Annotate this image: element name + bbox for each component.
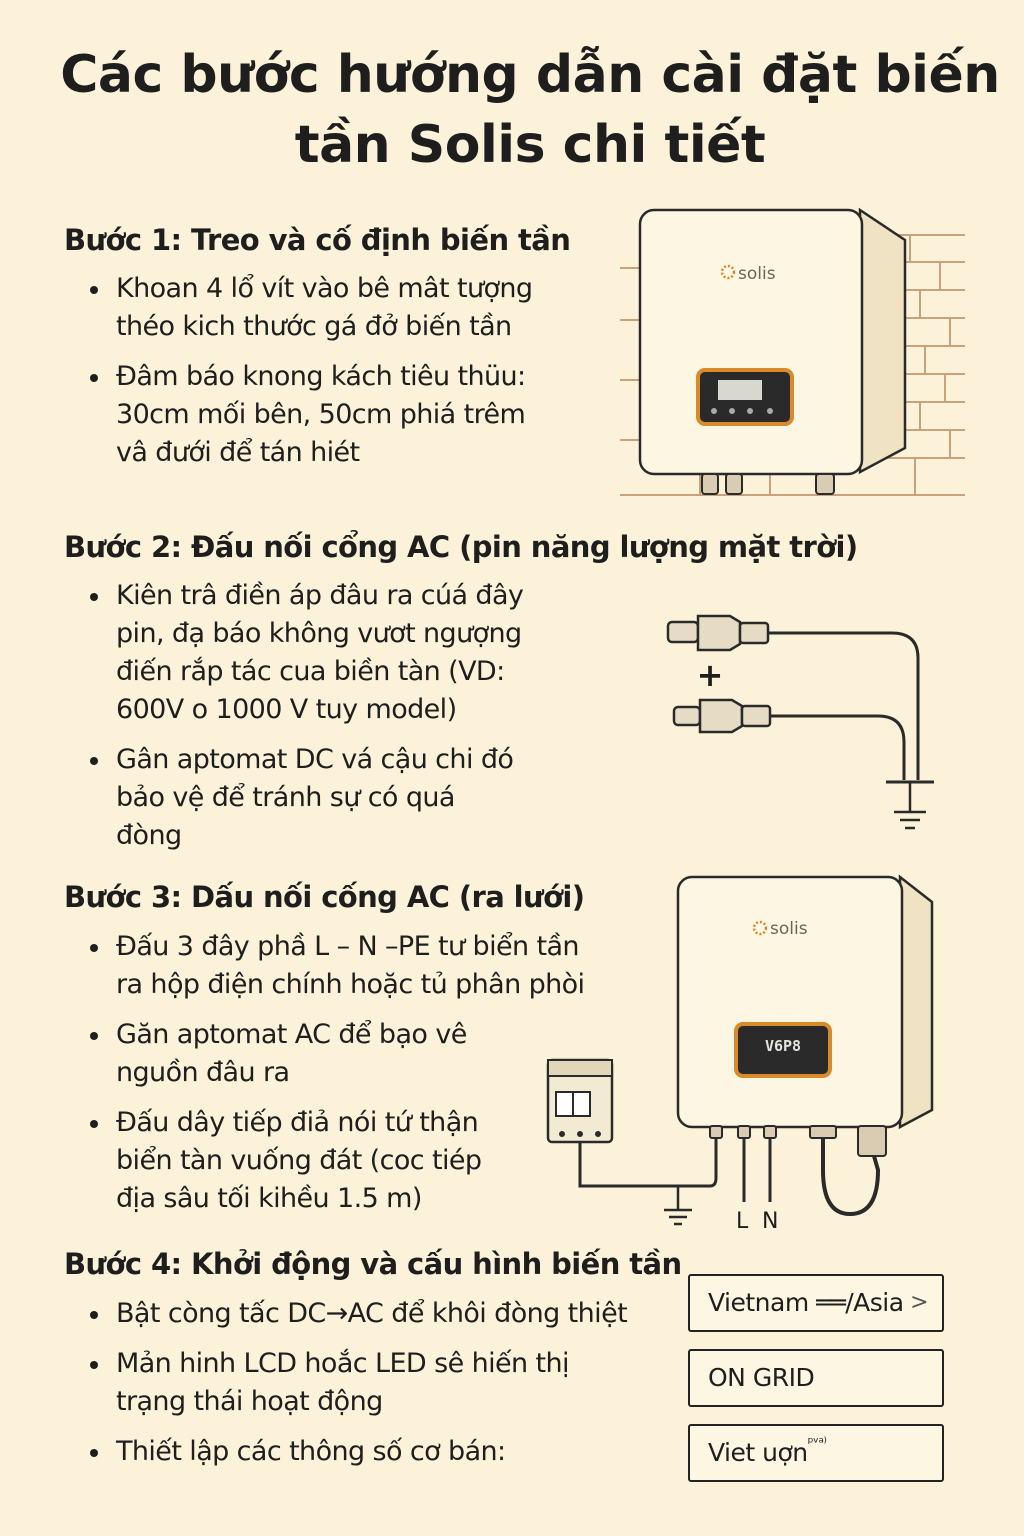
list-item: Gân aptomat DC vá cậu chi đó bảo vệ để t… xyxy=(88,741,523,855)
setting-grid-mode[interactable]: ON GRID xyxy=(688,1349,944,1407)
step-2-bullets: Kiên trâ điền áp đâu ra cúá đây pin, đạ … xyxy=(88,577,524,867)
setting-region-value: Vietnam ══/Asia xyxy=(708,1288,904,1317)
step-2-heading: Bước 2: Đấu nối cổng AC (pin năng lượng … xyxy=(64,530,858,564)
pe-wire xyxy=(578,1138,718,1188)
list-item: Găn aptomat AC để bạo vê nguồn đâu ra xyxy=(88,1016,584,1092)
mc4-connector-top xyxy=(666,614,770,652)
step-3-bullets: Đấu 3 đây phầ L – N –PE tư biển tần ra h… xyxy=(88,928,585,1230)
setting-standard-value: Viet uợn xyxy=(708,1438,808,1467)
brand-label: solis xyxy=(770,919,808,939)
list-item: Đấu 3 đây phầ L – N –PE tư biển tần ra h… xyxy=(88,928,585,1004)
list-item: Khoan 4 lổ vít vào bê mât tượng théo kic… xyxy=(88,270,533,346)
setting-grid-standard[interactable]: Viet uợnᵖᵛᵃ⁾ xyxy=(688,1424,944,1482)
step-1-heading: Bước 1: Treo và cố định biến tần xyxy=(64,223,571,257)
terminal-connectors xyxy=(701,473,835,495)
inverter-body xyxy=(638,208,864,476)
title-line-1: Các bước hướng dẫn cài đặt biến xyxy=(60,45,1000,105)
list-item: Đâm báo knong kách tiêu thüu: 30cm mối b… xyxy=(88,358,532,472)
step-3-heading: Bước 3: Dấu nối cống AC (ra lưới) xyxy=(64,880,585,914)
setting-standard-sup: ᵖᵛᵃ⁾ xyxy=(807,1435,827,1451)
label-n: N xyxy=(762,1209,778,1234)
page-title: Các bước hướng dẫn cài đặt biến tần Soli… xyxy=(40,40,1020,180)
lcd-panel xyxy=(734,1022,832,1078)
label-l: L xyxy=(736,1209,749,1234)
ac-breaker xyxy=(546,1058,614,1144)
setting-grid-value: ON GRID xyxy=(708,1363,815,1392)
chevron-right-icon: > xyxy=(910,1290,928,1315)
dc-connector-illustration: + xyxy=(666,614,934,830)
mc4-connector-bottom xyxy=(672,698,772,734)
ac-wiring-illustration: solis V6P8 L N xyxy=(546,874,934,1234)
inverter-body xyxy=(676,875,904,1129)
output-cable xyxy=(821,1138,881,1217)
plus-sign: + xyxy=(697,656,724,694)
solis-logo-icon xyxy=(720,264,736,280)
terminal-connectors xyxy=(709,1125,887,1157)
inverter-wall-illustration: solis xyxy=(620,207,965,496)
title-line-2: tần Solis chi tiết xyxy=(294,115,766,175)
list-item: Đấu dây tiếp điả nói tứ thận biển tàn vu… xyxy=(88,1104,584,1218)
list-item: Kiên trâ điền áp đâu ra cúá đây pin, đạ … xyxy=(88,577,524,729)
button-icon xyxy=(729,408,735,414)
lcd-screen xyxy=(718,380,762,400)
step-1-bullets: Khoan 4 lổ vít vào bê mât tượng théo kic… xyxy=(88,270,533,484)
step-4-bullets: Bật còng tấc DC→AC để khôi đòng thiệt Mả… xyxy=(88,1295,628,1483)
list-item: Bật còng tấc DC→AC để khôi đòng thiệt xyxy=(88,1295,628,1333)
ground-icon xyxy=(664,1186,692,1226)
step-4-heading: Bước 4: Khởi động và cấu hình biến tần xyxy=(64,1247,682,1281)
solis-logo-icon xyxy=(752,920,768,936)
list-item: Thiết lập các thông số cơ bán: xyxy=(88,1433,627,1471)
ground-icon xyxy=(894,782,926,830)
cable-positive xyxy=(768,631,920,780)
button-icon xyxy=(711,408,717,414)
brand-label: solis xyxy=(738,264,776,284)
inverter-side-panel xyxy=(858,207,907,475)
setting-region-select[interactable]: Vietnam ══/Asia > xyxy=(688,1274,944,1332)
button-icon xyxy=(767,408,773,414)
cable-negative xyxy=(770,714,906,780)
inverter-side-panel xyxy=(898,874,934,1130)
list-item: Mản hinh LCD hoắc LED sê hiến thị trạng … xyxy=(88,1345,627,1421)
lcd-readout: V6P8 xyxy=(765,1037,801,1055)
button-icon xyxy=(747,408,753,414)
